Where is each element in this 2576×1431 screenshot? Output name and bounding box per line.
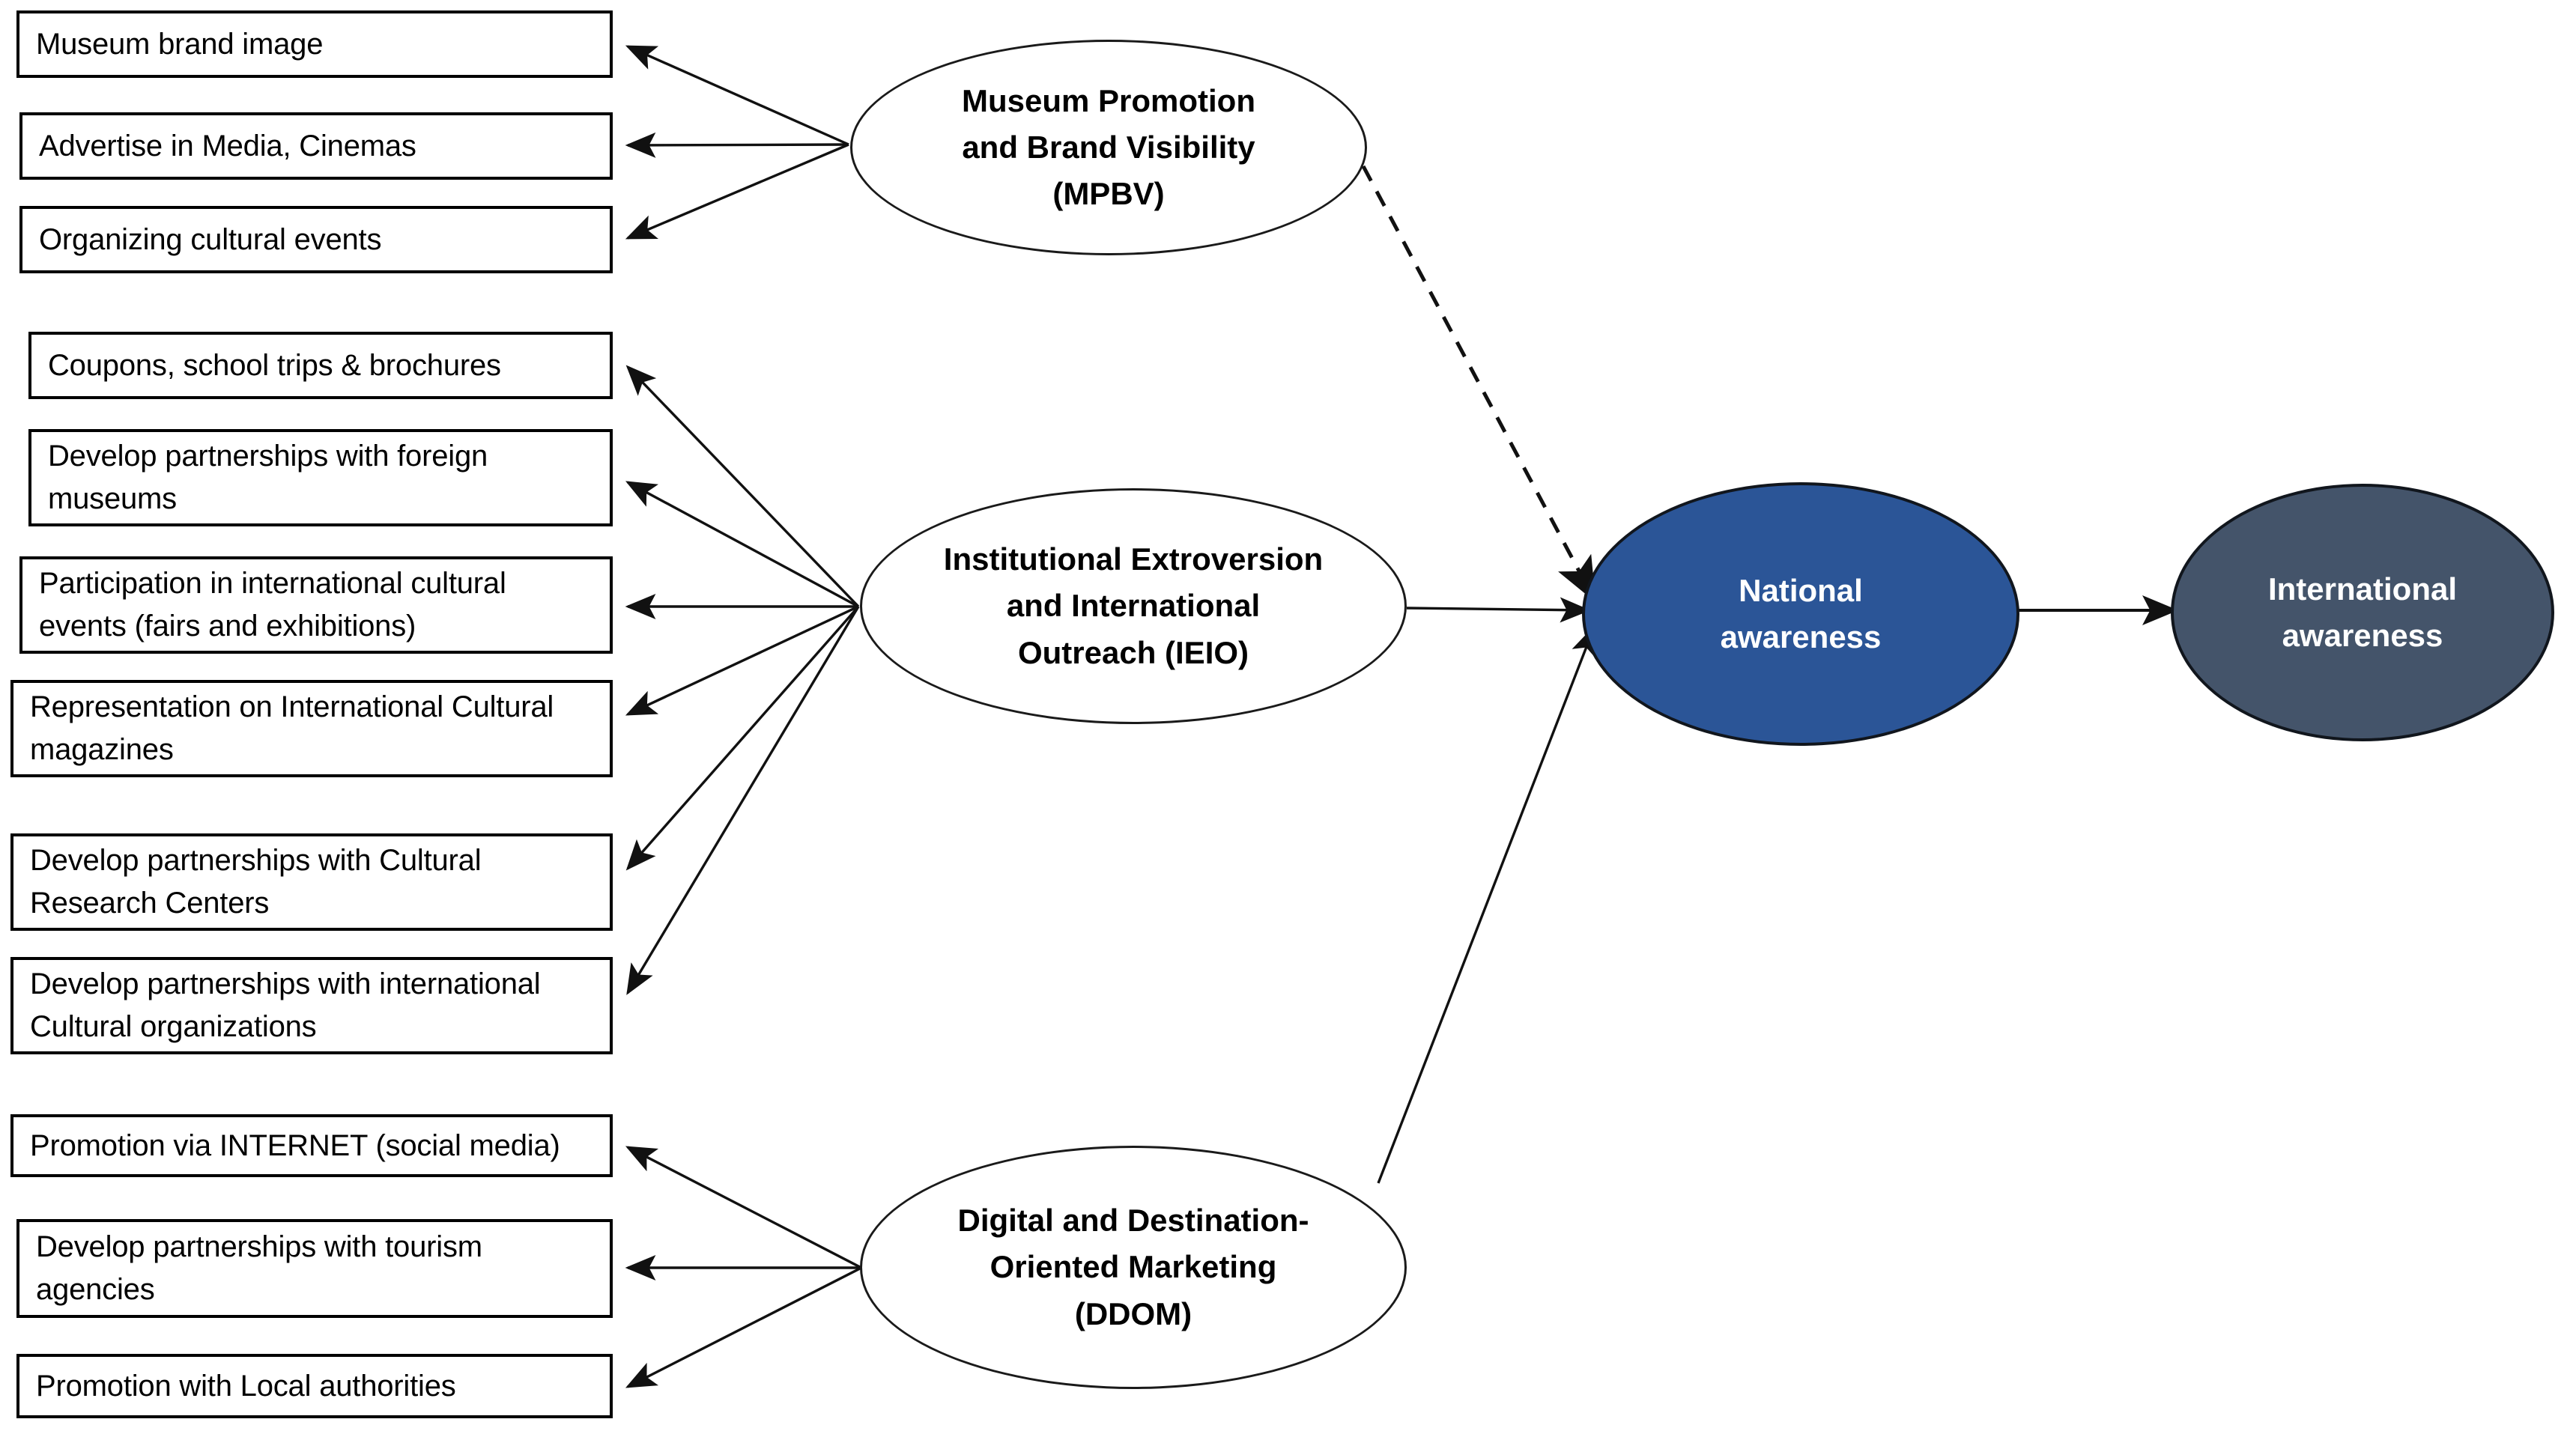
construct-ellipse-ddom[interactable]: Digital and Destination- Oriented Market… bbox=[860, 1146, 1407, 1389]
indicator-label: Develop partnerships with foreign museum… bbox=[48, 440, 488, 515]
indicator-label: Coupons, school trips & brochures bbox=[48, 348, 501, 382]
outcome-label: National awareness bbox=[1720, 572, 1882, 654]
construct-ellipse-mpbv[interactable]: Museum Promotion and Brand Visibility (M… bbox=[850, 40, 1367, 255]
indicator-box[interactable]: Museum brand image bbox=[16, 10, 613, 78]
indicator-box[interactable]: Advertise in Media, Cinemas bbox=[19, 112, 613, 180]
indicator-label: Promotion with Local authorities bbox=[36, 1369, 456, 1403]
indicator-box[interactable]: Promotion with Local authorities bbox=[16, 1354, 613, 1418]
construct-label: Museum Promotion and Brand Visibility (M… bbox=[961, 82, 1255, 212]
indicator-box[interactable]: Participation in international cultural … bbox=[19, 556, 613, 654]
indicator-box[interactable]: Develop partnerships with Cultural Resea… bbox=[10, 833, 613, 931]
outcome-ellipse-int[interactable]: International awareness bbox=[2171, 484, 2554, 741]
outcome-ellipse-nat[interactable]: National awareness bbox=[1582, 482, 2019, 746]
edge-mpbv-fan bbox=[625, 45, 849, 240]
edge-ieio-fan bbox=[625, 365, 860, 995]
indicator-label: Organizing cultural events bbox=[39, 222, 382, 256]
edge-ddom-fan bbox=[625, 1146, 862, 1388]
indicator-label: Develop partnerships with tourism agenci… bbox=[36, 1230, 482, 1306]
indicator-label: Museum brand image bbox=[36, 27, 324, 61]
indicator-box[interactable]: Develop partnerships with tourism agenci… bbox=[16, 1219, 613, 1318]
construct-label: Institutional Extroversion and Internati… bbox=[943, 541, 1324, 670]
edge-ieio-to-national bbox=[1406, 597, 1591, 623]
indicator-label: Develop partnerships with Cultural Resea… bbox=[30, 844, 482, 920]
construct-ellipse-ieio[interactable]: Institutional Extroversion and Internati… bbox=[860, 488, 1407, 724]
edge-ddom-to-national bbox=[1377, 625, 1596, 1184]
indicator-box[interactable]: Representation on International Cultural… bbox=[10, 680, 613, 777]
indicator-box[interactable]: Coupons, school trips & brochures bbox=[28, 332, 613, 399]
indicator-label: Representation on International Cultural… bbox=[30, 690, 554, 766]
edge-mpbv-to-national bbox=[1361, 165, 1596, 603]
indicator-box[interactable]: Develop partnerships with international … bbox=[10, 957, 613, 1054]
outcome-label: International awareness bbox=[2267, 571, 2458, 653]
indicator-box[interactable]: Promotion via INTERNET (social media) bbox=[10, 1114, 613, 1177]
construct-label: Digital and Destination- Oriented Market… bbox=[957, 1203, 1309, 1331]
indicator-label: Participation in international cultural … bbox=[39, 567, 506, 642]
indicator-box[interactable]: Develop partnerships with foreign museum… bbox=[28, 429, 613, 526]
indicator-label: Advertise in Media, Cinemas bbox=[39, 129, 416, 162]
indicator-label: Promotion via INTERNET (social media) bbox=[30, 1128, 560, 1162]
indicator-label: Develop partnerships with international … bbox=[30, 967, 541, 1043]
indicator-box[interactable]: Organizing cultural events bbox=[19, 206, 613, 273]
